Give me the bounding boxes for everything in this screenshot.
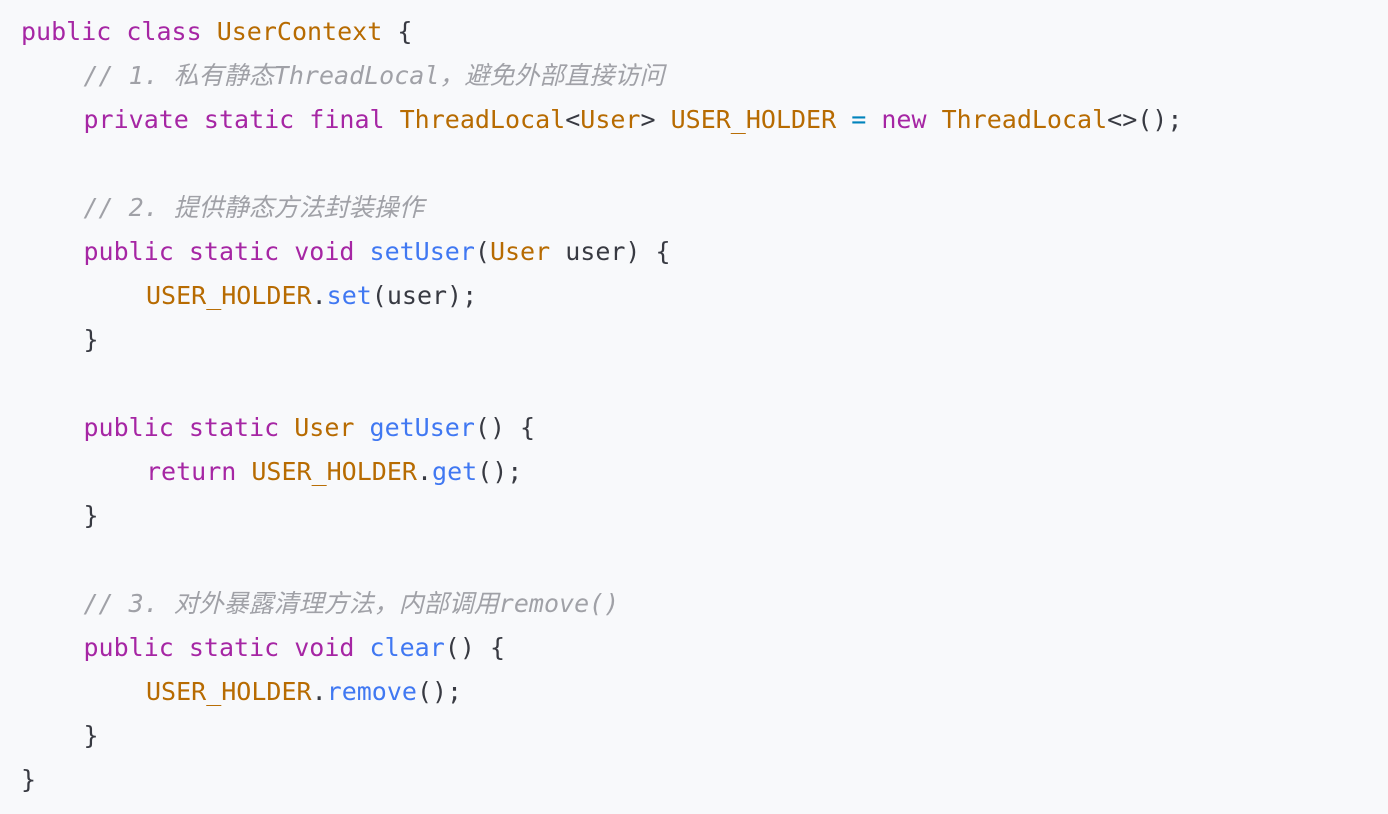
code-token: } (83, 721, 99, 750)
code-token: (); (477, 457, 523, 486)
code-token: } (21, 765, 37, 794)
code-line: public class UserContext { (21, 10, 1388, 54)
code-token (354, 237, 369, 266)
code-type: ThreadLocal (399, 105, 566, 134)
code-type: USER_HOLDER (251, 457, 417, 486)
code-lines: public class UserContext { // 1. 私有静态Thre… (21, 10, 1388, 802)
code-token: } (83, 325, 99, 354)
code-keyword: public (83, 413, 174, 442)
code-keyword: static (188, 237, 280, 266)
code-token: . (416, 457, 433, 486)
code-type: USER_HOLDER (670, 105, 837, 134)
blank-line (21, 362, 1388, 406)
code-token: () { (474, 413, 536, 442)
code-token (189, 105, 204, 134)
code-line: public static User getUser() { (21, 406, 1388, 450)
code-line: // 2. 提供静态方法封装操作 (21, 186, 1388, 230)
code-token (202, 17, 217, 46)
code-type: USER_HOLDER (146, 281, 312, 310)
code-keyword: return (146, 457, 237, 486)
code-method: remove (326, 677, 417, 706)
code-keyword: new (881, 105, 927, 134)
code-method: getUser (369, 413, 475, 442)
code-keyword: class (126, 17, 202, 46)
code-method: setUser (369, 237, 475, 266)
code-line: } (21, 494, 1388, 538)
code-token (279, 413, 294, 442)
code-token: } (83, 501, 99, 530)
code-method: set (326, 281, 372, 310)
code-token: ( (474, 237, 490, 266)
code-token (174, 237, 189, 266)
code-token (354, 413, 369, 442)
code-token: (user); (371, 281, 478, 310)
code-keyword: public (83, 237, 174, 266)
code-method: clear (369, 633, 445, 662)
code-token: () { (444, 633, 506, 662)
code-token: (); (416, 677, 463, 706)
code-type: USER_HOLDER (146, 677, 312, 706)
code-type: User (580, 105, 641, 134)
code-method: get (432, 457, 478, 486)
code-token (111, 17, 126, 46)
code-token (279, 237, 294, 266)
code-line: } (21, 714, 1388, 758)
blank-line (21, 538, 1388, 582)
code-token (294, 105, 309, 134)
code-token (174, 633, 189, 662)
code-token (174, 413, 189, 442)
code-comment: // 2. 提供静态方法封装操作 (83, 193, 424, 222)
code-token: <>(); (1107, 105, 1183, 134)
code-line: public static void setUser(User user) { (21, 230, 1388, 274)
code-line: } (21, 758, 1388, 802)
code-keyword: static (203, 105, 295, 134)
code-line: // 3. 对外暴露清理方法，内部调用remove() (21, 582, 1388, 626)
code-keyword: public (83, 633, 174, 662)
code-token: > (640, 105, 671, 134)
code-token (236, 457, 251, 486)
code-keyword: final (309, 105, 385, 134)
code-token: { (382, 17, 413, 46)
code-line: } (21, 318, 1388, 362)
code-line: USER_HOLDER.remove(); (21, 670, 1388, 714)
code-type: User (294, 413, 355, 442)
code-type: ThreadLocal (941, 105, 1108, 134)
code-line: private static final ThreadLocal<User> U… (21, 98, 1388, 142)
code-token (836, 105, 851, 134)
code-type: UserContext (216, 17, 383, 46)
code-line: return USER_HOLDER.get(); (21, 450, 1388, 494)
code-keyword: static (188, 413, 280, 442)
code-line: public static void clear() { (21, 626, 1388, 670)
code-token (279, 633, 294, 662)
code-type: User (489, 237, 551, 266)
code-comment: // 1. 私有静态ThreadLocal，避免外部直接访问 (83, 61, 665, 90)
code-keyword: private (83, 105, 189, 134)
code-token (385, 105, 400, 134)
code-token: user) { (550, 237, 671, 266)
code-keyword: void (294, 633, 355, 662)
code-line: // 1. 私有静态ThreadLocal，避免外部直接访问 (21, 54, 1388, 98)
code-token: . (311, 677, 327, 706)
code-keyword: void (294, 237, 355, 266)
code-token (354, 633, 369, 662)
code-keyword: public (21, 17, 112, 46)
code-token (927, 105, 942, 134)
code-token (866, 105, 881, 134)
code-token: . (311, 281, 327, 310)
blank-line (21, 142, 1388, 186)
code-line: USER_HOLDER.set(user); (21, 274, 1388, 318)
code-comment: // 3. 对外暴露清理方法，内部调用remove() (83, 589, 620, 618)
code-operator: = (851, 105, 867, 134)
code-token: < (565, 105, 581, 134)
code-keyword: static (188, 633, 280, 662)
